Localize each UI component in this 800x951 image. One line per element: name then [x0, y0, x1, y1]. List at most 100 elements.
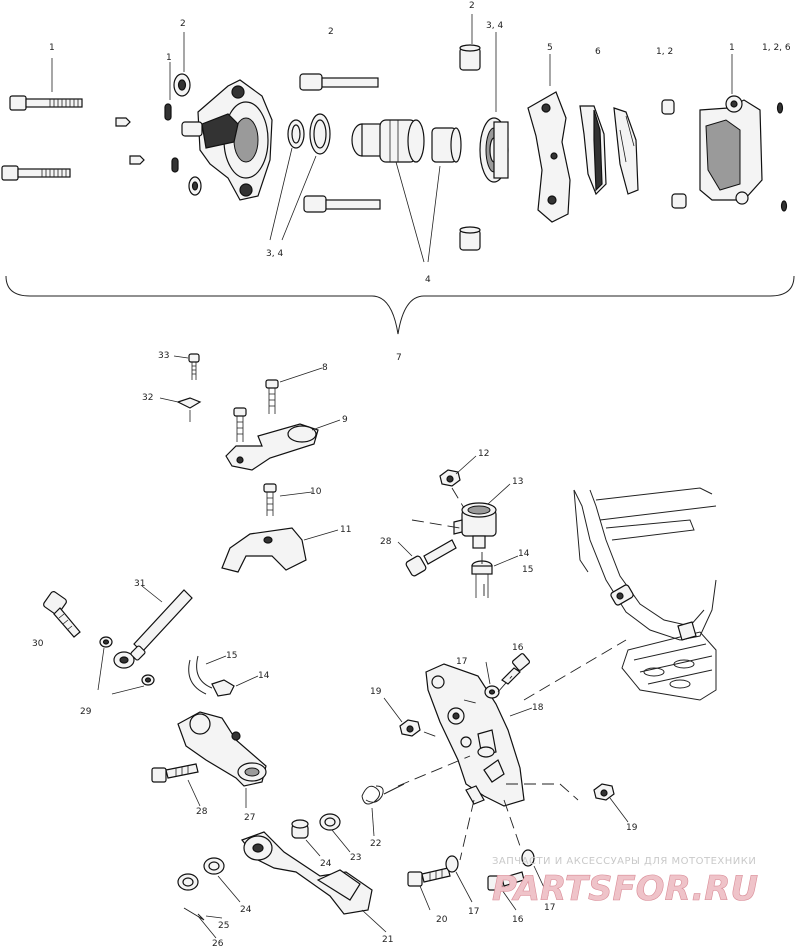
top-leader-lines: [51, 14, 733, 263]
callout-19: 19: [370, 687, 382, 697]
bolt-28-upper: [405, 539, 457, 577]
callout-31: 31: [134, 579, 145, 589]
callout-13: 13: [512, 477, 523, 487]
callout-2: 2: [180, 19, 186, 29]
caliper-body-outer: [699, 95, 763, 205]
callout-26: 26: [212, 939, 224, 947]
caliper-piston-seal: [479, 117, 509, 183]
callout-1: 1: [729, 43, 735, 53]
bolt-16-upper: [501, 653, 531, 685]
callout-3-4: 3, 4: [486, 21, 503, 31]
callout-19: 19: [626, 823, 638, 833]
bolt-20: [407, 867, 451, 887]
callout-33: 33: [158, 351, 169, 361]
callout-2: 2: [469, 1, 475, 11]
watermark-tagline: ЗАПЧАСТИ И АКСЕССУАРЫ ДЛЯ МОТОТЕХНИКИ: [492, 856, 756, 867]
pedal-lever-21: [241, 831, 373, 915]
cotter-pin-25: [183, 907, 205, 921]
callout-15: 15: [226, 651, 237, 661]
bushing-23: [291, 813, 341, 839]
clamp-14-upper: [471, 560, 493, 598]
washer-top-left: [173, 73, 202, 196]
callout-10: 10: [310, 487, 322, 497]
master-cylinder-27: [177, 711, 267, 787]
callout-2: 2: [328, 27, 334, 37]
nut-19-left: [399, 719, 421, 737]
small-clips: [776, 102, 788, 212]
clamp-9: [225, 423, 319, 471]
nut-19-right: [593, 783, 615, 801]
caliper-body-inner: [181, 79, 273, 201]
dashed-guide-lines: [397, 487, 627, 861]
bolt-10: [263, 483, 277, 516]
bolt-16-lower: [487, 871, 525, 891]
pedal-plate-18: [425, 663, 525, 807]
callout-24: 24: [240, 905, 252, 915]
brake-line-31: [113, 589, 193, 669]
callout-5: 5: [547, 43, 553, 53]
callout-3-4: 3, 4: [266, 249, 283, 259]
callout-20: 20: [436, 915, 448, 925]
callout-22: 22: [370, 839, 381, 849]
spring-22: [361, 783, 405, 805]
callout-24: 24: [320, 859, 332, 869]
caliper-bracket: [527, 91, 571, 223]
callout-1-2: 1, 2: [656, 47, 673, 57]
washers-29: [97, 636, 155, 695]
callout-17: 17: [544, 903, 555, 913]
callout-14: 14: [518, 549, 530, 559]
assembly-brace: [5, 275, 795, 335]
callout-labels: 1 2 1 2 2 3, 4 5 6 1, 2 1 1, 2, 6 3, 4 4…: [32, 1, 791, 949]
bleeder-33: [188, 353, 200, 380]
reservoir-13: [453, 502, 497, 549]
pad-pins: [661, 99, 687, 209]
washer-17-upper: [484, 685, 500, 699]
caliper-bolt-upper: [9, 95, 83, 111]
clamp-14-lower: [211, 679, 235, 697]
bolt-8: [233, 379, 279, 442]
callout-25: 25: [218, 921, 229, 931]
callout-30: 30: [32, 639, 44, 649]
frame-section: [573, 487, 717, 701]
bolt-28-lower: [151, 763, 199, 783]
callout-1: 1: [166, 53, 172, 63]
callout-28: 28: [380, 537, 392, 547]
callout-23: 23: [350, 853, 361, 863]
callout-18: 18: [532, 703, 544, 713]
clamp-11: [221, 527, 307, 573]
slide-pin-upper: [299, 73, 379, 91]
callout-1-2-6: 1, 2, 6: [762, 43, 791, 53]
hose-15-lower: [188, 655, 213, 695]
callout-16: 16: [512, 915, 524, 925]
caliper-bolt-lower: [1, 165, 71, 181]
callout-4: 4: [425, 275, 431, 285]
callout-28: 28: [196, 807, 208, 817]
brake-pads: [579, 105, 639, 196]
banjo-bolt-30: [43, 591, 81, 638]
callout-7: 7: [396, 353, 402, 363]
callout-21: 21: [382, 935, 393, 945]
callout-17: 17: [468, 907, 479, 917]
callout-14: 14: [258, 671, 270, 681]
washer-17-lower: [445, 849, 535, 873]
nut-12: [439, 469, 461, 487]
callout-29: 29: [80, 707, 92, 717]
seal-rings: [287, 113, 331, 155]
callout-6: 6: [595, 47, 601, 57]
callout-15: 15: [522, 565, 533, 575]
callout-1: 1: [49, 43, 55, 53]
piston-assembly: [351, 119, 462, 163]
callout-27: 27: [244, 813, 255, 823]
callout-17: 17: [456, 657, 467, 667]
washers-24: [177, 857, 225, 891]
slide-pin-lower: [303, 195, 381, 213]
callout-9: 9: [342, 415, 348, 425]
bushings: [459, 44, 481, 251]
lower-leader-lines: [141, 355, 629, 939]
callout-32: 32: [142, 393, 153, 403]
callout-8: 8: [322, 363, 328, 373]
callout-11: 11: [340, 525, 351, 535]
bleed-screw-fittings: [115, 103, 179, 173]
